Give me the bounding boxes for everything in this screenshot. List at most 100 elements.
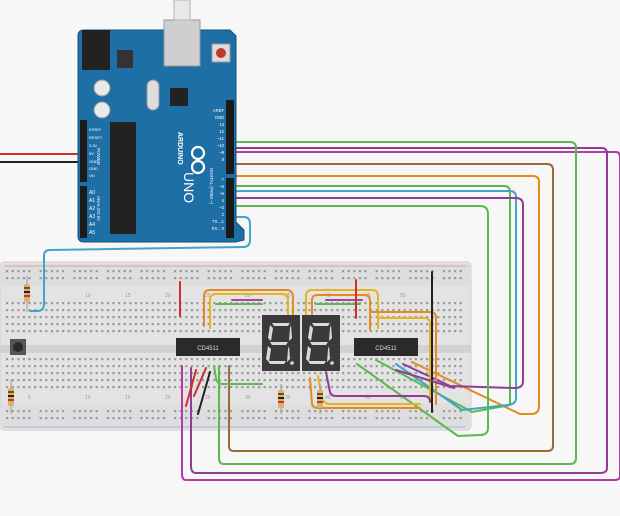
chip-body[interactable] [354, 338, 418, 356]
breadboard-hole [442, 365, 445, 368]
breadboard-hole [386, 379, 389, 382]
breadboard-hole [174, 323, 177, 326]
column-number: 30 [245, 395, 251, 401]
breadboard-hole [207, 365, 210, 368]
breadboard-hole [78, 379, 81, 382]
breadboard-hole [39, 330, 42, 333]
breadboard-hole [162, 309, 165, 312]
breadboard-hole [146, 386, 149, 389]
resistor-bottom-middle[interactable] [278, 384, 284, 414]
breadboard-hole [28, 358, 31, 361]
breadboard-hole [174, 316, 177, 319]
wire-yellow-right-side[interactable] [377, 317, 431, 403]
wire-brown-loop[interactable] [228, 163, 554, 452]
breadboard-hole [123, 365, 126, 368]
seven-segment-display-right[interactable] [302, 315, 340, 371]
breadboard-hole [420, 330, 423, 333]
breadboard-hole [73, 270, 76, 273]
wire-cyan-button[interactable] [29, 216, 251, 312]
wire-red-lower-1[interactable] [185, 369, 197, 407]
breadboard-hole [414, 386, 417, 389]
wire-orange-loop[interactable] [231, 175, 540, 415]
cd4511-left[interactable]: CD4511 [176, 338, 240, 356]
breadboard-hole [370, 386, 373, 389]
breadboard-hole [426, 277, 429, 280]
wire-green-loop[interactable] [218, 141, 577, 465]
breadboard-hole [403, 379, 406, 382]
breadboard-hole [6, 330, 9, 333]
arduino-uno[interactable]: ARDUINO UNO POWER ANALOG IN DIGITAL (PWM… [77, 0, 245, 243]
breadboard-hole [342, 309, 345, 312]
column-number: 10 [85, 395, 91, 401]
wire-orange-jumper-right[interactable] [311, 294, 371, 331]
breadboard-hole [146, 379, 149, 382]
breadboard-hole [151, 417, 154, 420]
breadboard-hole [258, 358, 261, 361]
reset-button-cap[interactable] [216, 48, 226, 58]
breadboard-hole [134, 323, 137, 326]
breadboard-hole [73, 417, 76, 420]
breadboard-hole [241, 410, 244, 413]
breadboard-hole [241, 270, 244, 273]
wire-orange-bottom[interactable] [309, 377, 421, 409]
chip-body[interactable] [176, 338, 240, 356]
wire-purple-loop[interactable] [190, 147, 608, 474]
breadboard-hole [207, 309, 210, 312]
breadboard-hole [185, 386, 188, 389]
breadboard-hole [151, 358, 154, 361]
breadboard-hole [392, 417, 395, 420]
wire-cyan[interactable] [231, 190, 517, 411]
wire-yellow-jumper-right[interactable] [305, 289, 379, 329]
cd4511-right[interactable]: CD4511 [354, 338, 418, 356]
breadboard-hole [11, 417, 14, 420]
column-number: 30 [245, 293, 251, 299]
breadboard-hole [414, 410, 417, 413]
breadboard-hole [11, 386, 14, 389]
wire-yellow-jumper[interactable] [209, 293, 289, 329]
wire-red-lower-2[interactable] [193, 367, 207, 397]
breadboard-hole [330, 277, 333, 280]
breadboard-hole [252, 323, 255, 326]
breadboard-hole [34, 379, 37, 382]
breadboard-hole [151, 330, 154, 333]
wire-purple-right-2[interactable] [395, 369, 455, 389]
resistor-top-left[interactable] [24, 276, 30, 312]
seven-segment-display-left[interactable] [262, 315, 300, 371]
wire-purple-2[interactable] [231, 197, 524, 389]
breadboard-hole [437, 309, 440, 312]
wire-purple-bottom[interactable] [325, 371, 431, 403]
breadboard-hole [174, 372, 177, 375]
breadboard-hole [336, 379, 339, 382]
column-number: 45 [365, 395, 371, 401]
wire-green-bottom-left[interactable] [213, 365, 263, 385]
breadboard-hole [134, 358, 137, 361]
breadboard-hole [157, 302, 160, 305]
breadboard-hole [263, 386, 266, 389]
breadboard-hole [168, 372, 171, 375]
breadboard-hole [213, 277, 216, 280]
wire-green-3[interactable] [231, 205, 489, 437]
breadboard-hole [151, 386, 154, 389]
resistor-bottom-left[interactable] [8, 380, 14, 414]
breadboard-hole [291, 277, 294, 280]
pin-label-2: 2 [222, 212, 225, 217]
pushbutton[interactable] [10, 339, 26, 355]
wire-magenta-loop[interactable] [181, 151, 620, 481]
wire-black-lower[interactable] [197, 371, 211, 415]
breadboard-hole [84, 417, 87, 420]
breadboard-hole [386, 277, 389, 280]
breadboard-hole [258, 316, 261, 319]
wire-orange-right-side[interactable] [371, 311, 437, 405]
breadboard-hole [347, 417, 350, 420]
wire-orange-jumper[interactable] [203, 289, 294, 327]
breadboard-hole [174, 365, 177, 368]
breadboard-hole [106, 323, 109, 326]
breadboard-hole [403, 386, 406, 389]
resistor-bottom-right[interactable] [317, 384, 323, 414]
breadboard-hole [246, 365, 249, 368]
breadboard-hole [398, 309, 401, 312]
pushbutton-cap[interactable] [13, 342, 23, 352]
breadboard-hole [112, 270, 115, 273]
wire-green-2[interactable] [231, 185, 511, 413]
breadboard-hole [437, 386, 440, 389]
